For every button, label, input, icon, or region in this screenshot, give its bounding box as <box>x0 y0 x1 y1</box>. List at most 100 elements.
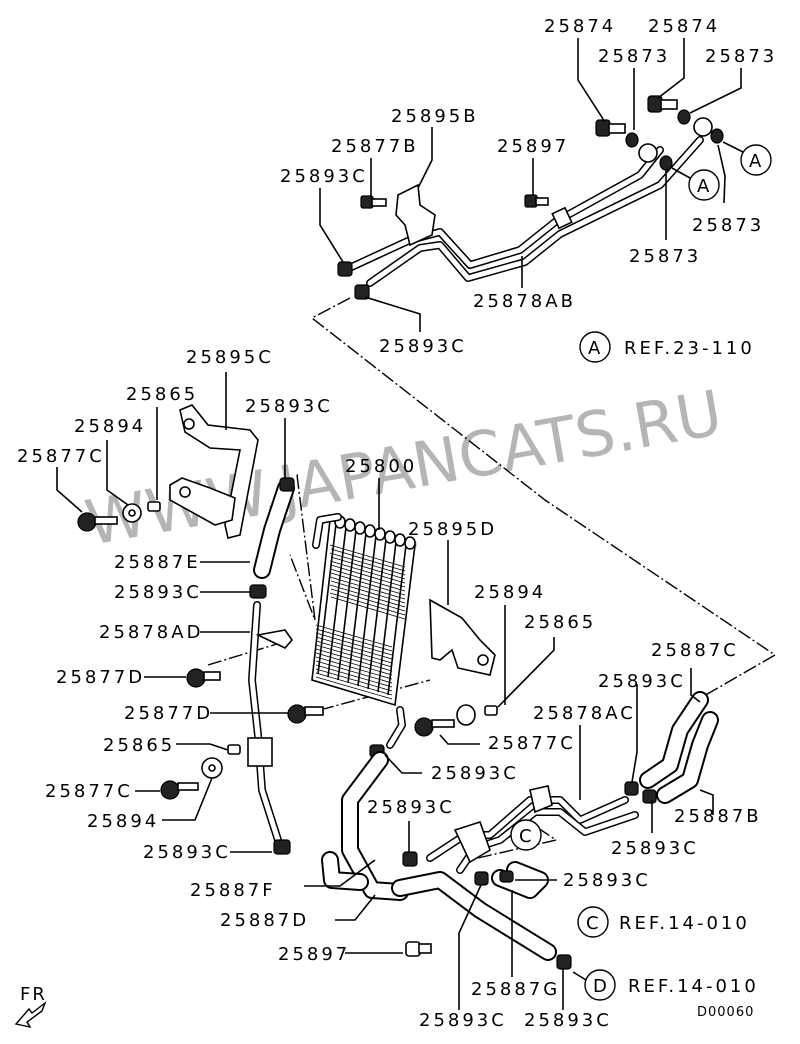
label-25893C-hose[interactable]: 25893C <box>563 870 651 891</box>
cooler-fin <box>315 672 393 696</box>
label-25877C-low[interactable]: 25877C <box>45 781 133 802</box>
svg-text:REF.14-010: REF.14-010 <box>619 913 750 934</box>
label-25893C-left1[interactable]: 25893C <box>114 582 202 603</box>
clamp-25893C-hose[interactable] <box>499 870 514 883</box>
label-25895D[interactable]: 25895D <box>408 519 497 540</box>
label-25865-right[interactable]: 25865 <box>524 612 596 633</box>
clamp-25893C-left2[interactable] <box>273 839 291 855</box>
bolt-25897-top[interactable] <box>524 194 549 208</box>
front-direction-indicator: FR <box>14 984 47 1029</box>
cooler-fin <box>315 676 393 700</box>
label-25873-d[interactable]: 25873 <box>629 246 701 267</box>
cooler-tube <box>327 526 347 678</box>
grommet-25894-right[interactable] <box>456 704 476 726</box>
clamp-25893C-top1[interactable] <box>337 261 353 277</box>
cooler-fin <box>329 576 406 600</box>
washer-25873-a[interactable] <box>625 132 639 148</box>
label-25873-c[interactable]: 25873 <box>692 215 764 236</box>
label-25878AD[interactable]: 25878AD <box>99 622 203 643</box>
label-25873-a[interactable]: 25873 <box>598 46 670 67</box>
ref-d-legend[interactable]: D REF.14-010 <box>572 969 759 1001</box>
washer-25873-d[interactable] <box>710 128 724 144</box>
label-25877D-a[interactable]: 25877D <box>56 667 145 688</box>
label-25865-left[interactable]: 25865 <box>126 384 198 405</box>
label-25895C[interactable]: 25895C <box>186 347 274 368</box>
label-25887E[interactable]: 25887E <box>114 552 201 573</box>
clamp-25893C-right2[interactable] <box>642 789 657 804</box>
bolt-25877D-a[interactable] <box>186 668 221 688</box>
label-25895B[interactable]: 25895B <box>391 106 479 127</box>
eye-bolt-25874-a[interactable] <box>595 119 626 137</box>
label-25893C-top1[interactable]: 25893C <box>280 166 368 187</box>
label-25893C-right2[interactable]: 25893C <box>611 838 699 859</box>
washer-25873-c[interactable] <box>659 155 673 171</box>
ref-a-legend[interactable]: A REF.23-110 <box>579 331 755 363</box>
label-25894-low[interactable]: 25894 <box>87 811 159 832</box>
clamp-25893C-left1[interactable] <box>249 584 267 599</box>
eye-fitting-2 <box>693 117 713 137</box>
label-25877C-left[interactable]: 25877C <box>17 446 105 467</box>
clamp-25893C-bot1[interactable] <box>474 871 489 886</box>
label-25873-b[interactable]: 25873 <box>705 46 777 67</box>
label-25893C-right1[interactable]: 25893C <box>598 671 686 692</box>
label-25893C-bot2[interactable]: 25893C <box>524 1010 612 1031</box>
label-25893C-bot1[interactable]: 25893C <box>419 1010 507 1031</box>
ref-marker-a1: A <box>671 167 720 201</box>
label-25893C-mid[interactable]: 25893C <box>245 396 333 417</box>
cooler-tube <box>357 535 377 687</box>
label-25800[interactable]: 25800 <box>345 456 417 477</box>
label-25894-right[interactable]: 25894 <box>474 582 546 603</box>
label-25877C-right[interactable]: 25877C <box>488 733 576 754</box>
bolt-25897-low[interactable] <box>405 941 432 957</box>
bolt-25877D-b[interactable] <box>287 704 324 724</box>
collar-25865-low[interactable] <box>227 744 241 755</box>
cooler-fin <box>315 624 393 648</box>
bolt-25877C-left[interactable] <box>77 512 118 532</box>
bolt-25877C-right[interactable] <box>414 717 455 737</box>
label-25877B[interactable]: 25877B <box>331 136 419 157</box>
cooler-fin <box>329 552 406 576</box>
label-25893C-cooler[interactable]: 25893C <box>431 763 519 784</box>
pipe-25878AD[interactable] <box>247 601 294 844</box>
eye-bolt-25874-b[interactable] <box>647 95 678 113</box>
cooler-tube <box>317 523 337 675</box>
collar-25865-right[interactable] <box>484 705 498 716</box>
label-25887C[interactable]: 25887C <box>651 640 739 661</box>
collar-25865-left[interactable] <box>147 501 161 512</box>
label-25893C-top2[interactable]: 25893C <box>379 336 467 357</box>
label-25878AB[interactable]: 25878AB <box>473 291 576 312</box>
label-25887B[interactable]: 25887B <box>674 806 762 827</box>
bracket-25895C[interactable] <box>179 404 259 539</box>
oil-cooler-25800[interactable] <box>311 513 416 749</box>
label-25878AC[interactable]: 25878AC <box>533 703 636 724</box>
cooler-fin <box>315 664 393 688</box>
bracket-25895B[interactable] <box>395 183 436 247</box>
clamp-25893C-center[interactable] <box>402 851 418 867</box>
label-25893C-left2[interactable]: 25893C <box>143 842 231 863</box>
bolt-25877B[interactable] <box>360 195 387 209</box>
label-25893C-center[interactable]: 25893C <box>367 797 455 818</box>
clamp-25893C-right1[interactable] <box>624 781 639 796</box>
label-25877D-b[interactable]: 25877D <box>124 703 213 724</box>
clamp-25893C-top2[interactable] <box>354 284 370 300</box>
ref-c-legend[interactable]: C REF.14-010 <box>577 906 750 938</box>
cooler-tube-end <box>394 533 406 547</box>
label-25865-low[interactable]: 25865 <box>103 735 175 756</box>
label-25897-top[interactable]: 25897 <box>497 136 569 157</box>
label-25887D[interactable]: 25887D <box>220 910 309 931</box>
pipe-25878AC[interactable] <box>426 785 639 874</box>
label-25887F[interactable]: 25887F <box>190 880 276 901</box>
label-25887G[interactable]: 25887G <box>471 979 560 1000</box>
clamp-25893C-mid[interactable] <box>279 477 295 492</box>
label-25894-left[interactable]: 25894 <box>74 416 146 437</box>
label-25897-low[interactable]: 25897 <box>278 944 350 965</box>
label-25874-a[interactable]: 25874 <box>544 16 616 37</box>
cooler-tube-end <box>354 521 366 535</box>
svg-text:A: A <box>588 338 603 359</box>
cooler-fin <box>315 636 393 660</box>
clamp-25893C-bot2[interactable] <box>556 954 572 970</box>
bolt-25877C-low[interactable] <box>160 780 199 800</box>
cooler-fin <box>330 548 406 572</box>
washer-25873-b[interactable] <box>677 109 691 125</box>
label-25874-b[interactable]: 25874 <box>648 16 720 37</box>
